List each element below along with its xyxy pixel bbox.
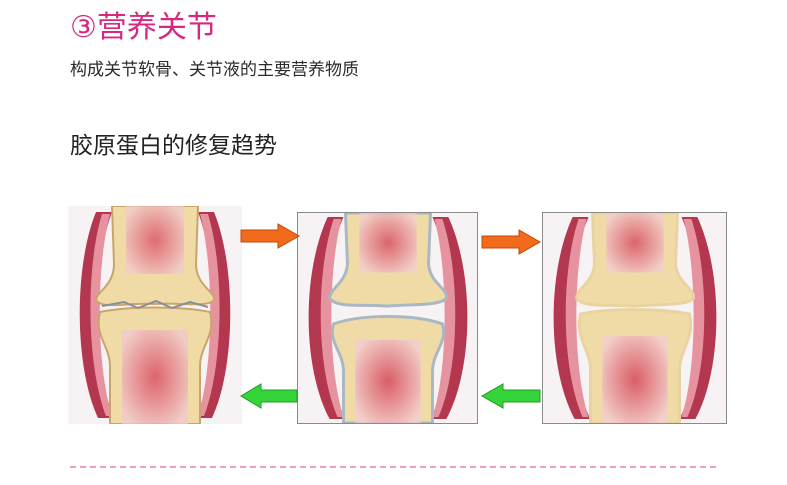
joint-panel-repaired [542, 212, 727, 424]
joint-repaired-icon [553, 213, 717, 423]
joint-panel-repairing [297, 212, 478, 424]
joint-damaged-icon [79, 206, 231, 424]
forward-arrow-icon [481, 229, 541, 255]
section-heading: 胶原蛋白的修复趋势 [70, 133, 277, 159]
joint-panel-damaged [68, 206, 242, 424]
dashed-divider [70, 466, 716, 468]
back-arrow-icon [240, 383, 298, 409]
page-subtitle: 构成关节软骨、关节液的主要营养物质 [70, 60, 359, 80]
joint-repairing-icon [308, 213, 468, 423]
forward-arrow-icon [240, 223, 300, 249]
page-title: ③营养关节 [70, 10, 217, 45]
back-arrow-icon [481, 383, 541, 409]
